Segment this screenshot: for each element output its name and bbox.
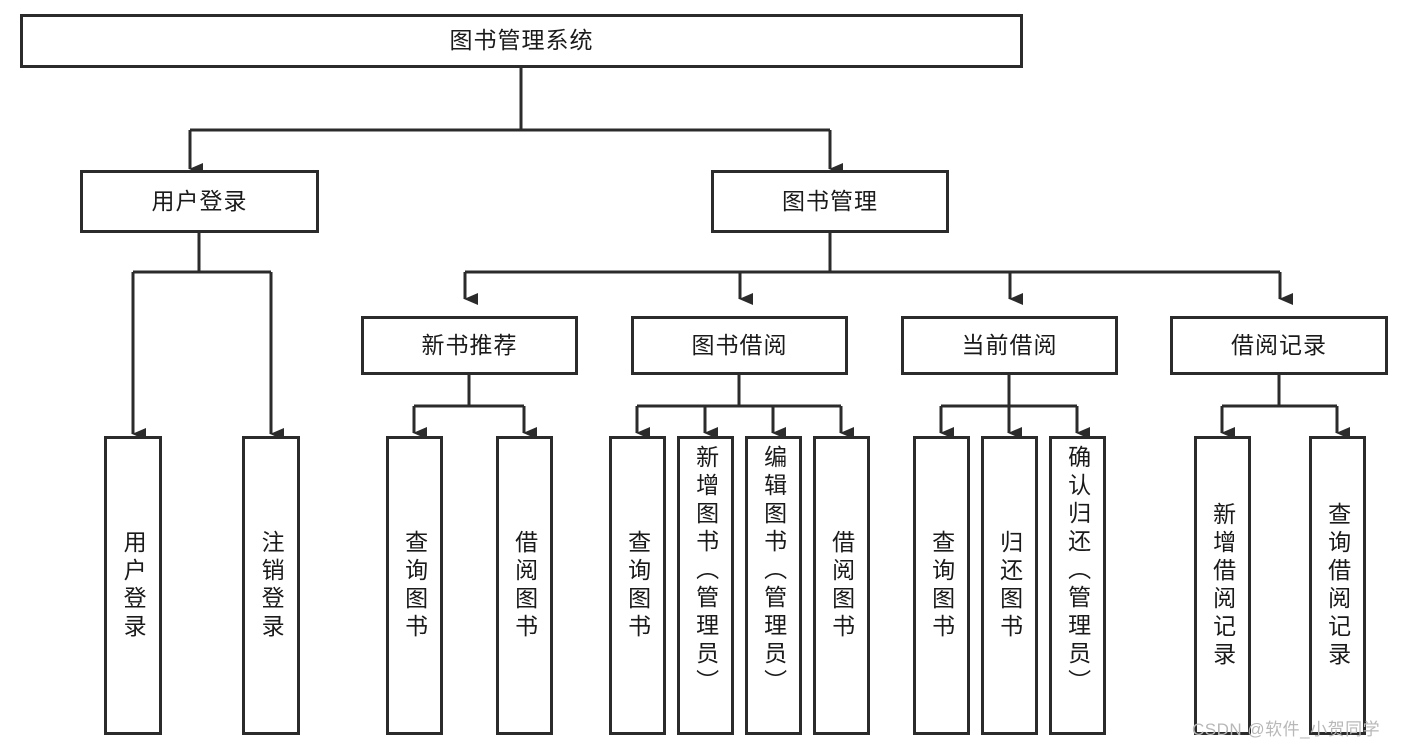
node-leaf-user-login-label: 用户登录 xyxy=(120,529,147,642)
node-leaf-query-book-1[interactable]: 查询图书 xyxy=(386,436,443,735)
node-leaf-query-record-label: 查询借阅记录 xyxy=(1324,501,1351,670)
node-leaf-borrow-book-2[interactable]: 借阅图书 xyxy=(813,436,870,735)
node-leaf-query-book-2-label: 查询图书 xyxy=(624,529,651,642)
node-book-management[interactable]: 图书管理 xyxy=(711,170,949,233)
node-leaf-logout-login-label: 注销登录 xyxy=(258,529,285,642)
node-leaf-borrow-book-1[interactable]: 借阅图书 xyxy=(496,436,553,735)
node-leaf-edit-book[interactable]: 编辑图书（管理员） xyxy=(745,436,802,735)
node-leaf-query-book-3-label: 查询图书 xyxy=(928,529,955,642)
node-current-borrow[interactable]: 当前借阅 xyxy=(901,316,1118,375)
node-book-management-label: 图书管理 xyxy=(782,187,878,214)
node-leaf-query-record[interactable]: 查询借阅记录 xyxy=(1309,436,1366,735)
node-user-login[interactable]: 用户登录 xyxy=(80,170,319,233)
node-root[interactable]: 图书管理系统 xyxy=(20,14,1023,68)
node-leaf-borrow-book-1-label: 借阅图书 xyxy=(511,529,538,642)
node-leaf-user-login[interactable]: 用户登录 xyxy=(104,436,162,735)
node-leaf-add-book-label: 新增图书（管理员） xyxy=(692,445,719,697)
node-leaf-add-record-label: 新增借阅记录 xyxy=(1209,501,1236,670)
node-leaf-query-book-1-label: 查询图书 xyxy=(401,529,428,642)
node-leaf-return-book-label: 归还图书 xyxy=(996,529,1023,642)
node-new-book-recommend[interactable]: 新书推荐 xyxy=(361,316,578,375)
node-new-book-recommend-label: 新书推荐 xyxy=(421,331,518,358)
node-leaf-query-book-2[interactable]: 查询图书 xyxy=(609,436,666,735)
node-borrow-record-label: 借阅记录 xyxy=(1231,331,1327,358)
node-book-borrow-label: 图书借阅 xyxy=(691,331,788,358)
node-leaf-confirm-return-label: 确认归还（管理员） xyxy=(1064,445,1091,697)
node-current-borrow-label: 当前借阅 xyxy=(961,331,1058,358)
node-book-borrow[interactable]: 图书借阅 xyxy=(631,316,848,375)
watermark-text: CSDN @软件_小贺同学 xyxy=(1192,720,1381,739)
node-borrow-record[interactable]: 借阅记录 xyxy=(1170,316,1388,375)
node-leaf-return-book[interactable]: 归还图书 xyxy=(981,436,1038,735)
node-leaf-query-book-3[interactable]: 查询图书 xyxy=(913,436,970,735)
node-leaf-add-record[interactable]: 新增借阅记录 xyxy=(1194,436,1251,735)
node-leaf-logout-login[interactable]: 注销登录 xyxy=(242,436,300,735)
node-root-label: 图书管理系统 xyxy=(449,27,594,54)
node-leaf-borrow-book-2-label: 借阅图书 xyxy=(828,529,855,642)
node-user-login-label: 用户登录 xyxy=(151,187,248,214)
node-leaf-edit-book-label: 编辑图书（管理员） xyxy=(760,445,787,697)
node-leaf-confirm-return[interactable]: 确认归还（管理员） xyxy=(1049,436,1106,735)
node-leaf-add-book[interactable]: 新增图书（管理员） xyxy=(677,436,734,735)
